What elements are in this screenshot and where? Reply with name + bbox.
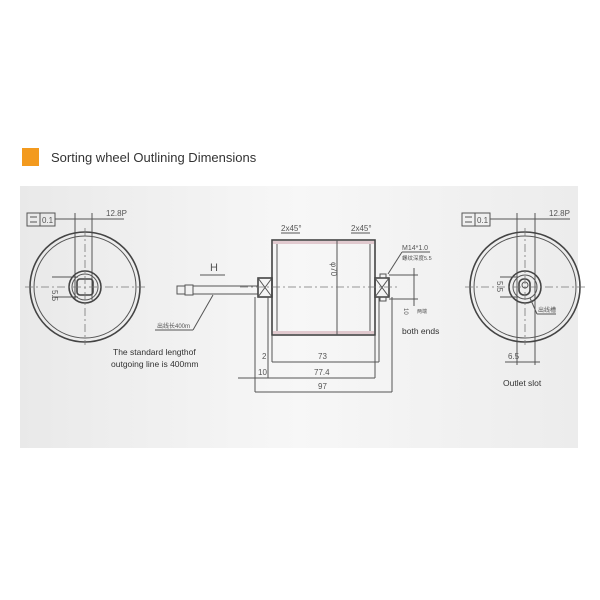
section-header: Sorting wheel Outlining Dimensions (22, 148, 256, 166)
dim-77-4: 77.4 (314, 368, 330, 377)
section-title: Sorting wheel Outlining Dimensions (51, 149, 257, 165)
note-line-1: The standard lengthof (113, 347, 196, 357)
note-line-2: outgoing line is 400mm (111, 359, 198, 369)
flat-dim: 10 (402, 308, 408, 315)
left-tolerance: 0.1 (42, 216, 54, 225)
thread-label: M14*1.0 (402, 245, 428, 252)
drawing-panel (20, 186, 578, 448)
dim-2: 2 (262, 352, 267, 361)
right-tolerance: 0.1 (477, 216, 489, 225)
flat-note: 两端 (417, 308, 427, 315)
slot-label: 出线槽 (538, 306, 556, 314)
left-dim-top: 12.8P (106, 209, 127, 218)
slot-width: 6.5 (508, 352, 520, 361)
outlet-slot-caption: Outlet slot (503, 378, 542, 388)
left-end-view: 0.1 12.8P 5.5 (25, 209, 145, 345)
wire-label: 出线长400m (157, 322, 190, 330)
chamfer-right: 2x45° (351, 224, 372, 233)
thread-note: 螺纹深度5.5 (402, 254, 432, 262)
right-dim-hub: 5.5 (495, 281, 504, 293)
right-end-view: 0.1 12.8P 5.5 出线槽 6.5 Outlet slot (461, 209, 585, 388)
left-dim-hub: 5.5 (50, 290, 59, 302)
dim-97: 97 (318, 382, 327, 391)
chamfer-left: 2x45° (281, 224, 302, 233)
diameter-label: φ70 (329, 262, 338, 277)
both-ends-label: both ends (402, 326, 439, 336)
right-dim-top: 12.8P (549, 209, 570, 218)
dim-10: 10 (258, 368, 267, 377)
dim-73: 73 (318, 352, 327, 361)
orange-square-icon (22, 148, 39, 166)
direction-label: H (210, 262, 218, 274)
side-view: H 出线长400m φ70 2x45° 2x45° M14*1.0 螺纹深度5.… (111, 224, 439, 393)
